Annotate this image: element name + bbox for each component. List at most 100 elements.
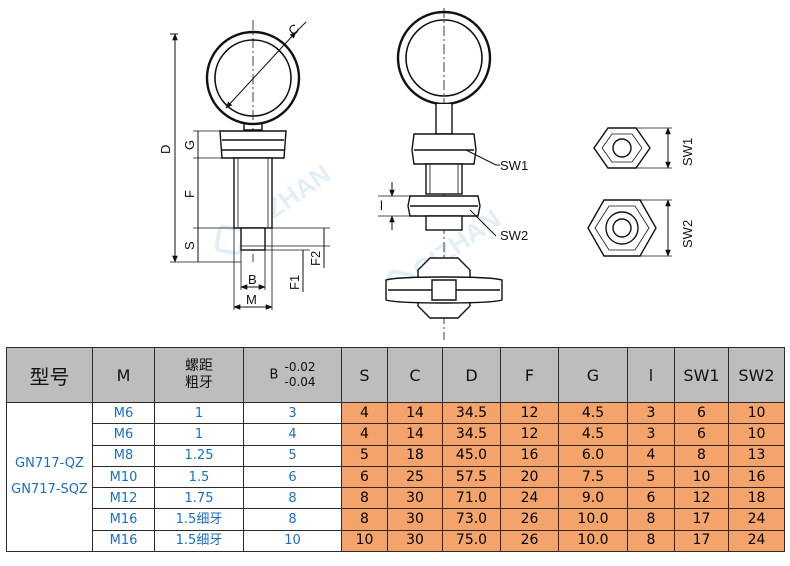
svg-text:F: F [182, 190, 197, 198]
cell-s: 4 [341, 401, 388, 425]
spec-table: 型号 M 螺距 粗牙 B -0.02 -0.04 S C D F G l [6, 347, 785, 553]
cell-sw2: 24 [728, 508, 785, 531]
header-m: M [92, 347, 155, 403]
cell-s: 5 [341, 444, 388, 467]
side-view [170, 20, 330, 310]
cell-c: 14 [387, 423, 443, 446]
svg-text:S: S [182, 241, 197, 250]
cell-g: 6.0 [558, 444, 628, 467]
cell-l: 8 [627, 529, 675, 553]
cell-f: 24 [500, 487, 559, 510]
cell-b: 8 [243, 487, 342, 510]
cell-pitch: 1.25 [154, 444, 244, 467]
svg-text:SW2: SW2 [500, 228, 528, 243]
installed-view [378, 8, 503, 340]
model-name: GN717-SQZ [11, 482, 88, 498]
cell-sw1: 12 [674, 487, 729, 510]
cell-m: M8 [92, 444, 155, 467]
hex-views [587, 127, 672, 257]
cell-g: 10.0 [558, 508, 628, 531]
cell-pitch: 1.5细牙 [154, 508, 244, 531]
cell-b: 5 [243, 444, 342, 467]
cell-sw2: 24 [728, 529, 785, 553]
svg-text:M: M [246, 292, 257, 307]
cell-sw1: 8 [674, 444, 729, 467]
cell-l: 3 [627, 423, 675, 446]
cell-m: M6 [92, 423, 155, 446]
table-header-row: 型号 M 螺距 粗牙 B -0.02 -0.04 S C D F G l [6, 347, 785, 403]
cell-m: M16 [92, 508, 155, 531]
svg-text:F1: F1 [287, 275, 302, 290]
cell-f: 12 [500, 423, 559, 446]
cell-m: M12 [92, 487, 155, 510]
cell-g: 4.5 [558, 423, 628, 446]
cell-d: 57.5 [442, 465, 501, 489]
header-g: G [558, 347, 628, 403]
cell-b: 3 [243, 401, 342, 425]
cell-sw2: 18 [728, 487, 785, 510]
model-cell: GN717-QZ GN717-SQZ [6, 401, 93, 553]
header-s: S [341, 347, 388, 403]
cell-d: 45.0 [442, 444, 501, 467]
cell-c: 14 [387, 401, 443, 425]
cell-b: 8 [243, 508, 342, 531]
header-b: B -0.02 -0.04 [243, 347, 342, 403]
header-b-tol-upper: -0.02 [284, 360, 316, 374]
cell-pitch: 1.5细牙 [154, 529, 244, 553]
cell-s: 8 [341, 487, 388, 510]
cell-sw2: 13 [728, 444, 785, 467]
header-d: D [442, 347, 501, 403]
cell-f: 26 [500, 508, 559, 531]
cell-f: 16 [500, 444, 559, 467]
cell-d: 34.5 [442, 401, 501, 425]
cell-s: 6 [341, 465, 388, 489]
header-pitch: 螺距 粗牙 [154, 347, 244, 403]
cell-f: 26 [500, 529, 559, 553]
svg-text:SW1: SW1 [680, 138, 695, 166]
svg-text:G: G [182, 140, 197, 150]
cell-c: 30 [387, 529, 443, 553]
cell-d: 71.0 [442, 487, 501, 510]
cell-pitch: 1 [154, 423, 244, 446]
header-sw1: SW1 [674, 347, 729, 403]
cell-s: 10 [341, 529, 388, 553]
header-pitch-line1: 螺距 [185, 358, 213, 374]
svg-text:B: B [248, 272, 257, 287]
cell-b: 4 [243, 423, 342, 446]
cell-g: 10.0 [558, 529, 628, 553]
svg-text:C: C [285, 21, 302, 39]
cell-d: 34.5 [442, 423, 501, 446]
header-l: l [627, 347, 675, 403]
cell-sw1: 17 [674, 529, 729, 553]
header-b-tol-lower: -0.04 [284, 375, 316, 389]
cell-b: 10 [243, 529, 342, 553]
cell-pitch: 1.5 [154, 465, 244, 489]
cell-c: 18 [387, 444, 443, 467]
cell-pitch: 1.75 [154, 487, 244, 510]
header-sw2: SW2 [728, 347, 785, 403]
header-b-label: B [269, 367, 279, 383]
header-model: 型号 [6, 347, 93, 403]
cell-l: 8 [627, 508, 675, 531]
cell-sw2: 10 [728, 401, 785, 425]
cell-l: 5 [627, 465, 675, 489]
cell-g: 9.0 [558, 487, 628, 510]
cell-m: M10 [92, 465, 155, 489]
cell-f: 20 [500, 465, 559, 489]
cell-c: 30 [387, 508, 443, 531]
svg-text:D: D [158, 145, 173, 154]
cell-l: 3 [627, 401, 675, 425]
model-name: GN717-QZ [15, 456, 84, 472]
cell-f: 12 [500, 401, 559, 425]
cell-m: M6 [92, 401, 155, 425]
cell-d: 73.0 [442, 508, 501, 531]
svg-text:F2: F2 [308, 251, 323, 266]
technical-drawing: QIZHAN QIZHAN [158, 8, 695, 340]
svg-text:l: l [380, 198, 383, 213]
